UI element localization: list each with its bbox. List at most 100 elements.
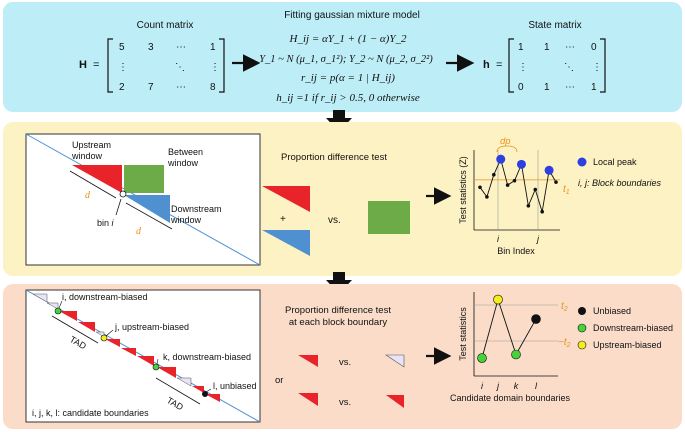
state-cell: 1 [591,82,597,93]
pointer-i [58,300,63,309]
cand-chart-x-label: Candidate domain boundaries [450,393,571,403]
bin-i-marker [119,190,127,198]
downstream-window-triangle [124,195,170,223]
z-data-point [540,209,544,214]
panel1-background [3,2,682,112]
legend-upstream-label: Upstream-biased [593,340,662,350]
legend-unbiased-label: Unbiased [593,306,631,316]
legend-downstream-dot [577,323,587,333]
test-between-rect [368,201,410,234]
test-downstream-triangle [262,230,310,256]
cand-chart-tick: k [514,381,519,391]
pointer-l [205,388,212,393]
count-cell: ⋮ [118,62,128,73]
red-triangle [205,394,220,402]
red-triangle [105,339,120,347]
cand-data-point [477,353,487,363]
row2-red-triangle-a [298,393,318,406]
dp-bracket [496,145,518,153]
t1-label: t1 [563,184,570,196]
z-data-point [478,185,482,190]
legend-unbiased-dot [578,307,586,315]
boundary-l-dot [202,391,208,397]
downstream-label-line2: window [170,215,202,225]
panel3-triangles [32,293,220,402]
count-cell: ⋱ [175,62,185,73]
red-triangle [157,367,176,378]
light-triangle [176,377,192,387]
count-matrix-eq: = [93,59,99,71]
plus-sign: + [280,214,286,225]
down-arrow-2 [326,272,352,294]
red-triangle [192,386,204,393]
count-cell: 3 [148,42,154,53]
dp-label: dp [500,136,511,147]
row2-vs: vs. [339,397,351,408]
state-matrix-left-bracket [508,38,514,93]
state-matrix-cells: 1 1 ⋯ 0 ⋮ ⋱ ⋮ 0 1 ⋯ 1 [518,42,602,93]
legend-upstream-dot [577,340,587,350]
count-cell: 7 [148,82,154,93]
count-matrix-left-bracket [107,38,113,93]
legend-local-peak-dot [577,157,587,167]
between-window-rect [124,165,164,193]
state-cell: 1 [544,82,550,93]
z-data-point [512,178,517,183]
z-chart-tick-i: i [497,234,500,244]
cand-series-line [481,297,537,359]
z-series-line [479,157,557,212]
row1-light-triangle [385,354,405,368]
boundary-j-dot [100,334,108,342]
down-arrow-1 [326,110,352,132]
light-triangle [46,302,59,310]
pointer-k [156,358,159,365]
gmm-title: Fitting gaussian mixture model [284,10,420,21]
z-data-point [505,183,510,187]
gmm-equation-2: Y_1 ~ N (μ_1, σ_1²); Y_2 ~ N (μ_2, σ_2²) [259,54,433,65]
count-cell: 2 [119,82,125,93]
proportion-test-title: Proportion difference test [281,152,387,163]
z-chart-tick-j: j [536,234,540,244]
z-statistics-chart: dp t1 Test statistics (Z) i j Bin Index [458,136,570,256]
state-cell: 0 [591,42,597,53]
gmm-equation-3: r_ij = p(α = 1 | H_ij) [301,72,395,84]
label-l-unbiased: l, unbiased [213,381,257,391]
state-cell: ⋮ [518,62,528,73]
upstream-d-label: d [85,190,91,201]
state-cell: 0 [518,82,524,93]
state-cell: ⋯ [565,82,575,93]
candidate-boundaries-footnote: i, j, k, l: candidate boundaries [32,408,149,418]
proportion-test-title-1: Proportion difference test [285,305,391,316]
upstream-window-triangle [72,165,122,193]
z-data-point [485,195,489,199]
label-k-downstream: k, downstream-biased [163,352,251,362]
count-matrix-symbol: H [79,59,87,71]
red-triangle [137,356,154,366]
state-matrix-title: State matrix [528,20,581,31]
state-cell: ⋯ [565,42,575,53]
between-label-line1: Between [168,147,203,157]
z-local-peak-point [516,159,526,169]
count-cell: 5 [119,42,125,53]
gmm-equation-4: h_ij =1 if r_ij > 0.5, 0 otherwise [276,92,420,104]
downstream-brace [125,202,173,230]
label-i-downstream: i, downstream-biased [62,292,148,302]
neg-t2-label: −t2 [558,337,571,349]
cand-chart-y-label: Test statistics [458,307,468,361]
legend-local-peak-label: Local peak [593,157,637,167]
count-cell: ⋯ [176,42,186,53]
red-triangle [59,311,77,321]
z-chart-x-label: Bin Index [497,246,535,256]
z-local-peak-point [496,154,506,164]
count-matrix-title: Count matrix [137,20,194,31]
z-data-point [554,180,558,184]
cand-data-point [531,314,541,324]
row1-vs: vs. [339,357,351,368]
state-cell: 1 [518,42,524,53]
proportion-test-title-2: at each block boundary [289,317,387,328]
state-matrix-symbol: h [483,59,490,71]
cand-data-point [511,349,521,360]
cand-chart-tick: l [535,381,538,391]
